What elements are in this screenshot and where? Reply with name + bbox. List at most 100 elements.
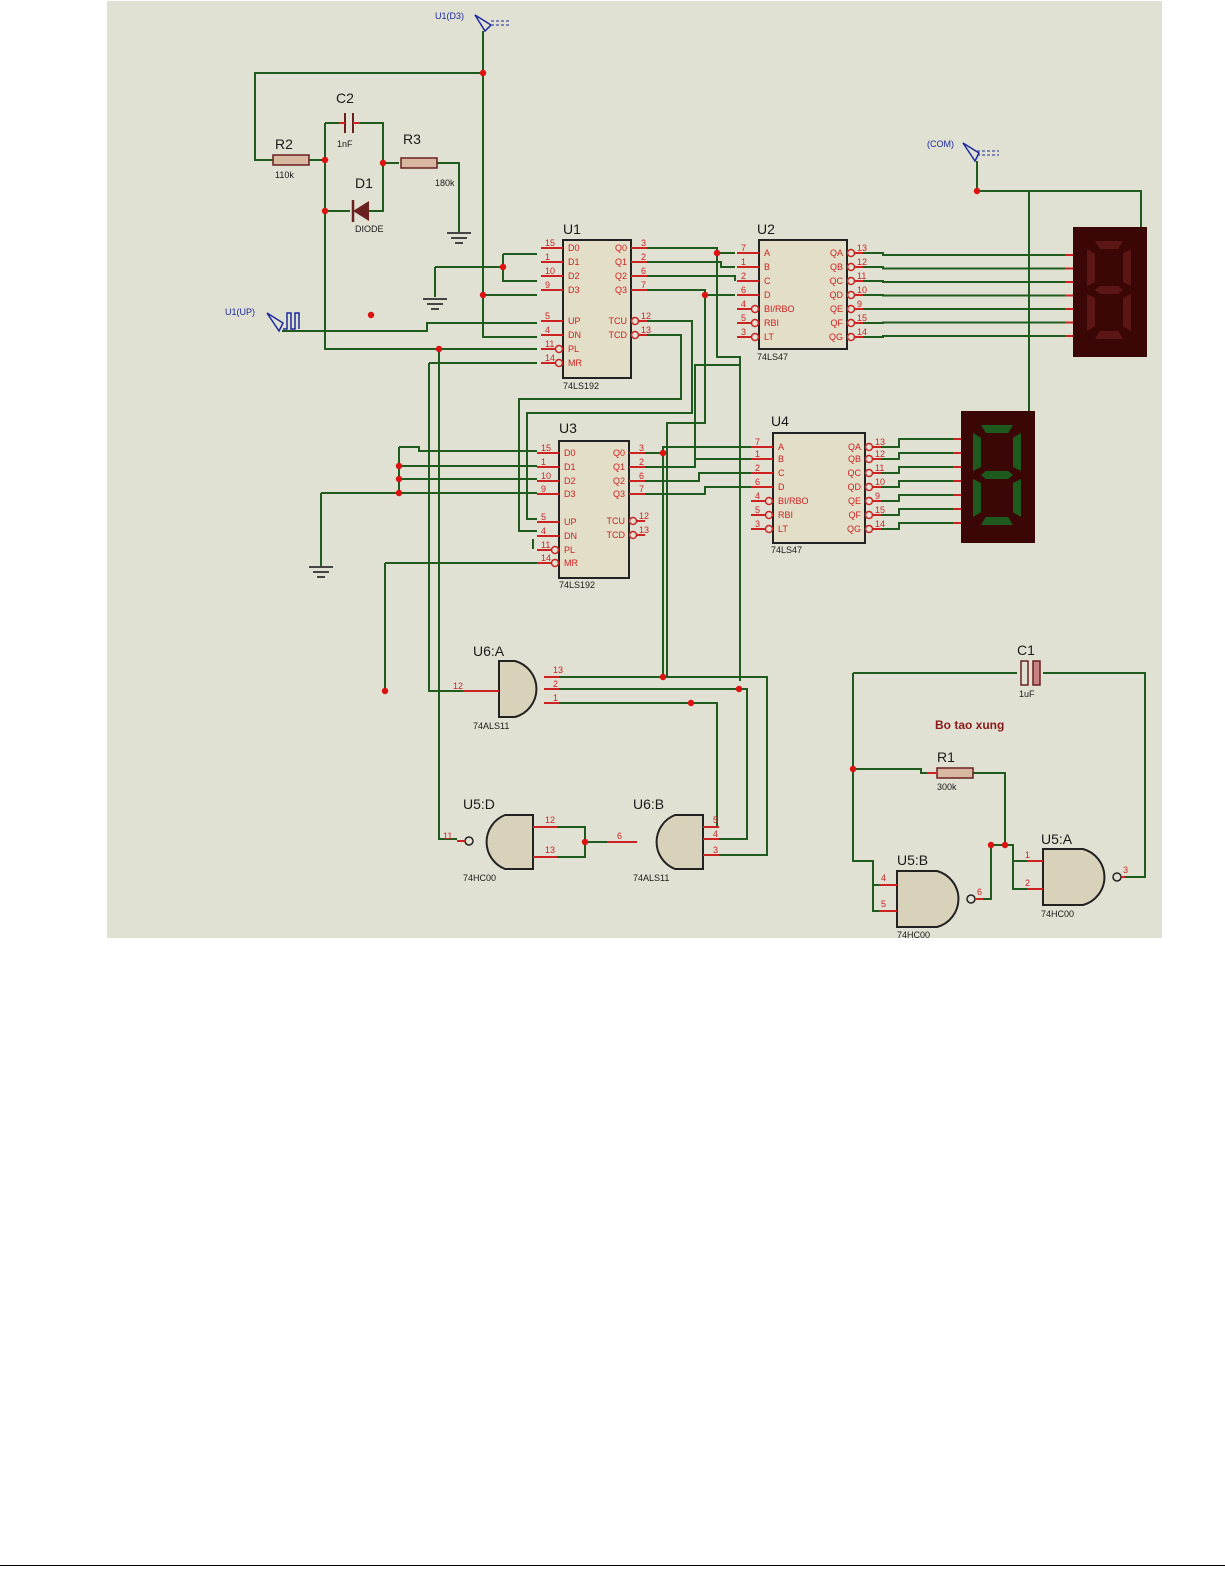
u2-pin-name: QB xyxy=(830,262,843,272)
junction-dot xyxy=(581,838,589,846)
display-segment xyxy=(981,425,1013,433)
segment-wire-red xyxy=(863,335,1065,338)
u2-pin-bubble xyxy=(846,276,856,286)
ground-symbol-1 xyxy=(447,229,471,244)
u3-pin-name: UP xyxy=(564,517,577,527)
gate-u6a-pin-in2: 2 xyxy=(553,679,558,689)
u4-pin-name: LT xyxy=(778,524,788,534)
u2-pin-number: 12 xyxy=(857,257,867,267)
u4-pin-name: QD xyxy=(848,482,862,492)
gate-u5a-body xyxy=(1042,848,1106,906)
u4-pin-number: 14 xyxy=(875,519,885,529)
segment-wire-red xyxy=(863,266,1065,270)
u4-pin-number: 4 xyxy=(755,491,760,501)
u2-pin-name: LT xyxy=(764,332,774,342)
u3-pin-bubble xyxy=(550,558,560,568)
gate-u6a[interactable]: U6:A 74ALS11 13 2 1 12 xyxy=(453,643,563,731)
gate-u5a-pin-in2: 2 xyxy=(1025,878,1030,888)
u2-pin-number: 11 xyxy=(857,271,866,281)
u3-pin-name: D0 xyxy=(564,448,576,458)
terminal-u1-up-label: U1(UP) xyxy=(225,307,255,317)
u1-pin-number: 11 xyxy=(545,339,554,349)
u2-pin-name: QF xyxy=(831,318,844,328)
u2-pin-name: D xyxy=(764,290,771,300)
junction-dot xyxy=(321,207,329,215)
segment-wire-red xyxy=(863,252,1065,256)
u3-pin-number: 11 xyxy=(541,540,550,550)
u1-pin-bubble xyxy=(554,344,564,354)
u1-pin-number: 1 xyxy=(545,252,550,262)
junction-dot xyxy=(479,69,487,77)
capacitor-c1[interactable]: C1 1uF xyxy=(1017,642,1041,699)
seven-segment-display-red xyxy=(1073,227,1147,357)
u1-pin-number: 2 xyxy=(641,252,646,262)
gate-u5a-pin-in1: 1 xyxy=(1025,850,1030,860)
u1-pin-bubble xyxy=(630,330,640,340)
u1-pin-name: D1 xyxy=(568,257,580,267)
u4-pin-name: BI/RBO xyxy=(778,496,809,506)
u3-pin-number: 6 xyxy=(639,471,644,481)
gate-u5a[interactable]: U5:A 74HC00 1 2 3 xyxy=(1025,831,1128,919)
u2-pin-name: QC xyxy=(830,276,844,286)
capacitor-c2[interactable]: C2 1nF xyxy=(336,90,360,149)
u2-pin-number: 1 xyxy=(741,257,746,267)
capacitor-c1-plate-neg xyxy=(1032,660,1041,686)
ground-symbol-3 xyxy=(309,566,333,578)
resistor-r1[interactable]: R1 300k xyxy=(927,749,974,792)
diode-d1[interactable]: D1 DIODE xyxy=(351,175,384,234)
resistor-r1-ref: R1 xyxy=(937,749,955,765)
terminal-com[interactable]: (COM) xyxy=(927,139,999,163)
terminal-u1-d3[interactable]: U1(D3) xyxy=(435,11,509,33)
display-segment xyxy=(973,433,981,471)
u2-pin-number: 3 xyxy=(741,327,746,337)
gate-u6b-pin-in2: 4 xyxy=(713,829,718,839)
gate-u5a-pin-out: 3 xyxy=(1123,865,1128,875)
resistor-r2-ref: R2 xyxy=(275,136,293,152)
gate-u5a-part: 74HC00 xyxy=(1041,909,1074,919)
u1-pin-name: DN xyxy=(568,330,581,340)
gate-u6b-pin-out: 6 xyxy=(617,831,622,841)
resistor-r3[interactable]: R3 180k xyxy=(400,131,455,188)
u4-pin-name: QB xyxy=(848,454,861,464)
gate-u5d[interactable]: U5:D 74HC00 12 13 11 xyxy=(443,796,557,883)
display-segment xyxy=(973,479,981,517)
u2-pin-number: 2 xyxy=(741,271,746,281)
gate-u5b-pin-in1: 4 xyxy=(881,873,886,883)
segment-wire-green xyxy=(881,480,953,488)
gate-u6a-body xyxy=(498,660,538,718)
terminal-u1-up[interactable]: U1(UP) xyxy=(225,307,300,333)
gate-u5b[interactable]: U5:B 74HC00 4 5 6 xyxy=(879,852,983,938)
junction-dot xyxy=(701,291,709,299)
ic-u2-part: 74LS47 xyxy=(757,352,788,362)
u1-pin-number: 15 xyxy=(545,238,555,248)
u4-pin-number: 2 xyxy=(755,463,760,473)
u2-pin-bubble xyxy=(846,318,856,328)
segment-wire-green xyxy=(881,494,953,502)
resistor-r2[interactable]: R2 110k xyxy=(272,136,310,180)
display-segment xyxy=(1087,249,1095,286)
resistor-r2-value: 110k xyxy=(275,170,294,180)
capacitor-c2-value: 1nF xyxy=(337,139,353,149)
gate-u5a-ref: U5:A xyxy=(1041,831,1073,847)
capacitor-c2-ref: C2 xyxy=(336,90,354,106)
u1-pin-number: 13 xyxy=(641,325,651,335)
u1-pin-number: 14 xyxy=(545,353,555,363)
gate-u6b-body xyxy=(655,814,704,870)
segment-wire-red xyxy=(863,294,1065,297)
junction-dot xyxy=(395,475,403,483)
junction-dots xyxy=(321,69,1009,849)
display-segment xyxy=(1013,433,1021,471)
u4-pin-bubble xyxy=(864,442,874,452)
u3-pin-name: Q0 xyxy=(613,448,625,458)
u3-pin-bubble xyxy=(628,516,638,526)
junction-dot xyxy=(321,156,329,164)
u4-pin-bubble xyxy=(864,524,874,534)
gate-u6b[interactable]: U6:B 74ALS11 5 4 3 6 xyxy=(607,796,719,883)
